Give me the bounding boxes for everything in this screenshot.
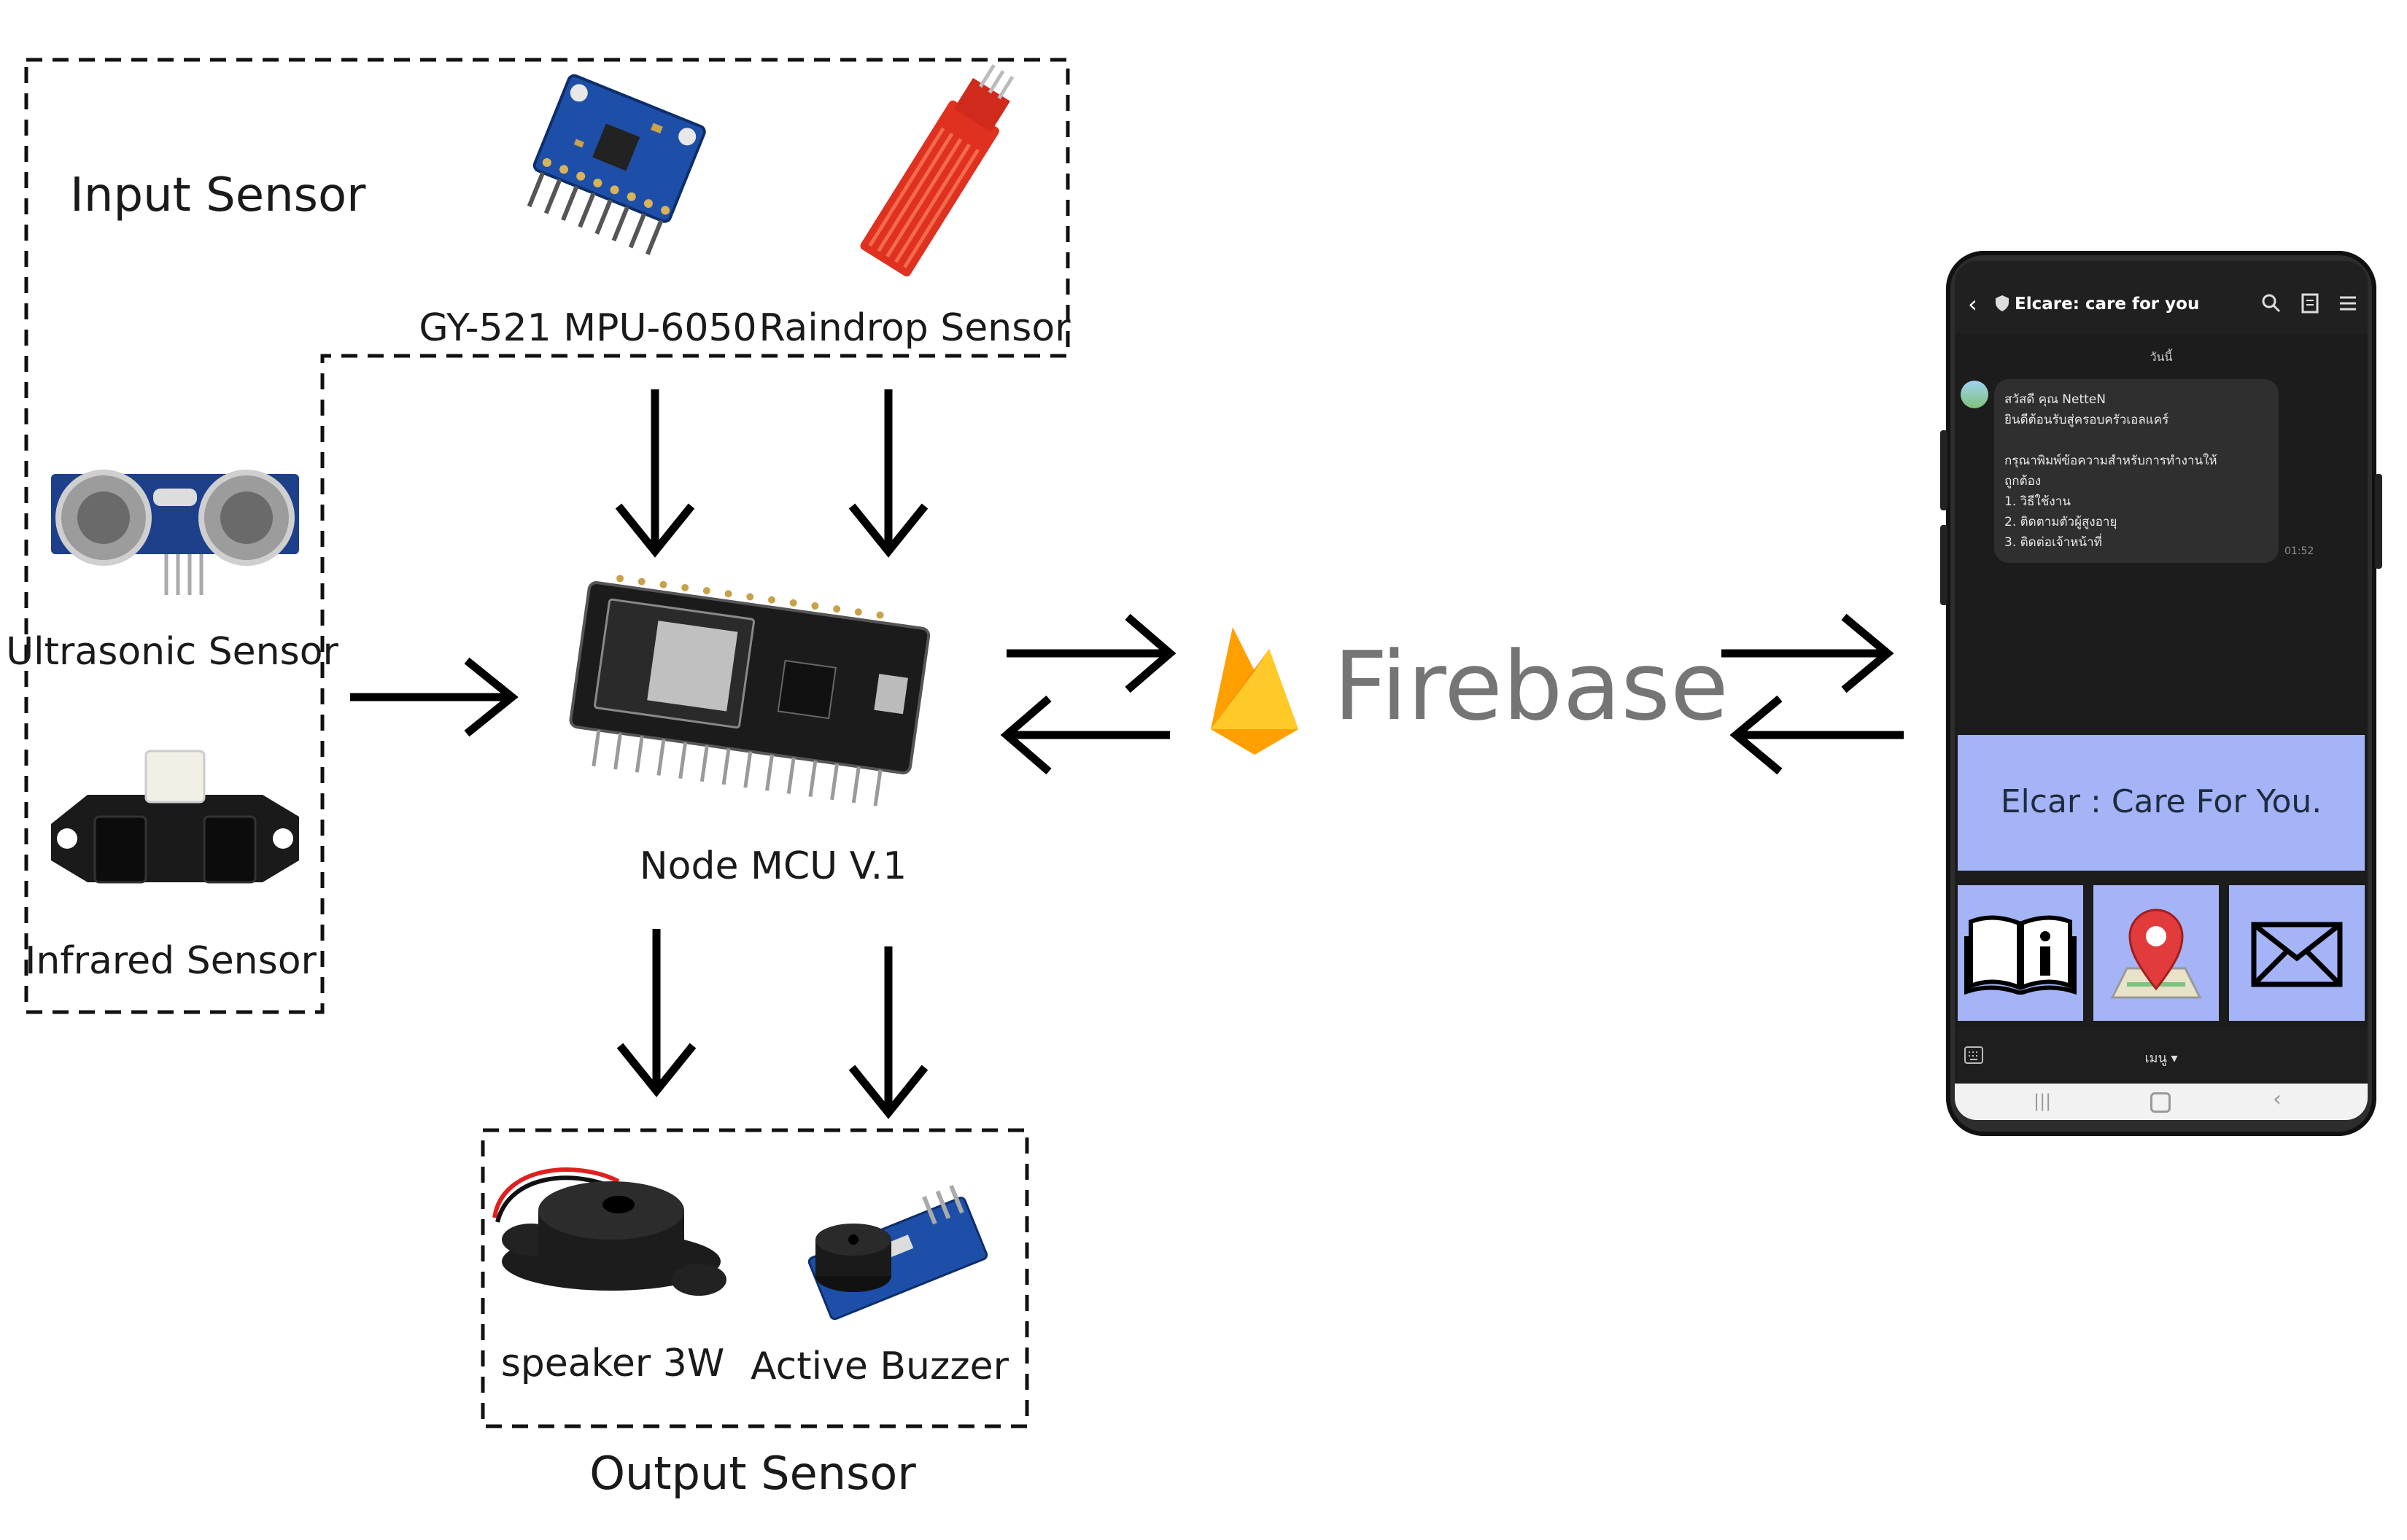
infrared-label: Infrared Sensor [25,939,317,983]
ultrasonic-label: Ultrasonic Sensor [6,630,338,674]
arrow-mcu-to-buzzer [848,946,929,1119]
ultrasonic-sensor-image [51,470,299,595]
arrow-mcu-to-speaker [616,929,697,1097]
chat-bottom-bar: เมนู ▾ [1955,1028,2368,1084]
rich-menu-banner[interactable]: Elcar : Care For You. [1958,735,2365,871]
message-line: 2. ติดตามตัวผู้สูงอายุ [2004,515,2117,529]
android-nav-bar: ||| ‹ [1955,1084,2368,1120]
envelope-icon [2251,922,2343,987]
message-line: 1. วิธีใช้งาน [2004,494,2071,509]
rich-menu-tile-contact[interactable] [2229,885,2365,1021]
message-line: ยินดีต้อนรับสู่ครอบครัวเอลแคร์ [2004,413,2169,427]
date-divider: วันนี้ [2150,350,2173,364]
chat-header: ‹ Elcare: care for you [1955,261,2368,334]
nodemcu-label: Node MCU V.1 [639,844,907,888]
arrow-firebase-to-phone [1721,613,1894,693]
raindrop-sensor-image [860,64,1015,277]
buzzer-label: Active Buzzer [751,1345,1009,1388]
infrared-sensor-image [51,750,299,884]
menu-toggle[interactable]: เมนู ▾ [2144,1051,2178,1066]
firebase-wordmark: Firebase [1333,631,1729,742]
message-line: ถูกต้อง [2004,474,2042,489]
speaker-label: speaker 3W [500,1342,725,1385]
arrow-sensors-to-mcu [350,657,519,737]
raindrop-label: Raindrop Sensor [759,306,1071,350]
phone-volume-button-2 [1940,525,1947,605]
home-icon[interactable] [2150,1092,2171,1113]
banner-text: Elcar : Care For You. [2000,783,2322,820]
nav-back-icon[interactable]: ‹ [2273,1086,2282,1112]
gy521-label: GY-521 MPU-6050 [419,306,757,350]
nodemcu-board-image [569,575,931,806]
shield-icon [1996,295,2009,311]
output-sensor-title: Output Sensor [589,1447,916,1500]
message-line: กรุณาพิมพ์ข้อความสำหรับการทำงานให้ [2004,454,2217,468]
chat-title: Elcare: care for you [2015,295,2200,314]
recent-apps-icon[interactable]: ||| [2034,1091,2052,1111]
chat-message-bubble: สวัสดี คุณ NetteN ยินดีต้อนรับสู่ครอบครั… [1994,379,2279,563]
keyboard-icon[interactable] [1964,1046,1984,1065]
notes-icon[interactable] [2301,293,2319,314]
message-line: 3. ติดต่อเจ้าหน้าที่ [2004,535,2102,550]
back-arrow-icon[interactable]: ‹ [1968,290,1977,318]
message-line: สวัสดี คุณ NetteN [2004,392,2106,407]
arrow-gy521-to-mcu [615,389,695,558]
gy521-module-image [527,74,706,255]
phone-power-button [2375,474,2382,569]
search-icon[interactable] [2261,293,2282,314]
avatar[interactable] [1961,381,1988,408]
speaker-image [492,1167,726,1296]
map-pin-icon [2110,909,2202,999]
menu-icon[interactable] [2338,295,2357,312]
book-info-icon [1964,915,2077,995]
arrow-raindrop-to-mcu [848,389,929,558]
rich-menu-tile-map[interactable] [2093,885,2219,1021]
active-buzzer-image [807,1185,988,1321]
input-sensor-title: Input Sensor [70,168,366,222]
rich-menu-tile-info[interactable] [1958,885,2083,1021]
arrow-firebase-to-mcu [1000,695,1170,775]
arrow-phone-to-firebase [1729,695,1904,775]
message-timestamp: 01:52 [2284,545,2314,557]
arrow-mcu-to-firebase [1007,613,1177,693]
phone-screen: ‹ Elcare: care for you วันนี้ สวัสดี คุณ… [1955,261,2368,1120]
firebase-logo-icon [1211,627,1298,755]
phone-volume-button [1940,430,1947,510]
